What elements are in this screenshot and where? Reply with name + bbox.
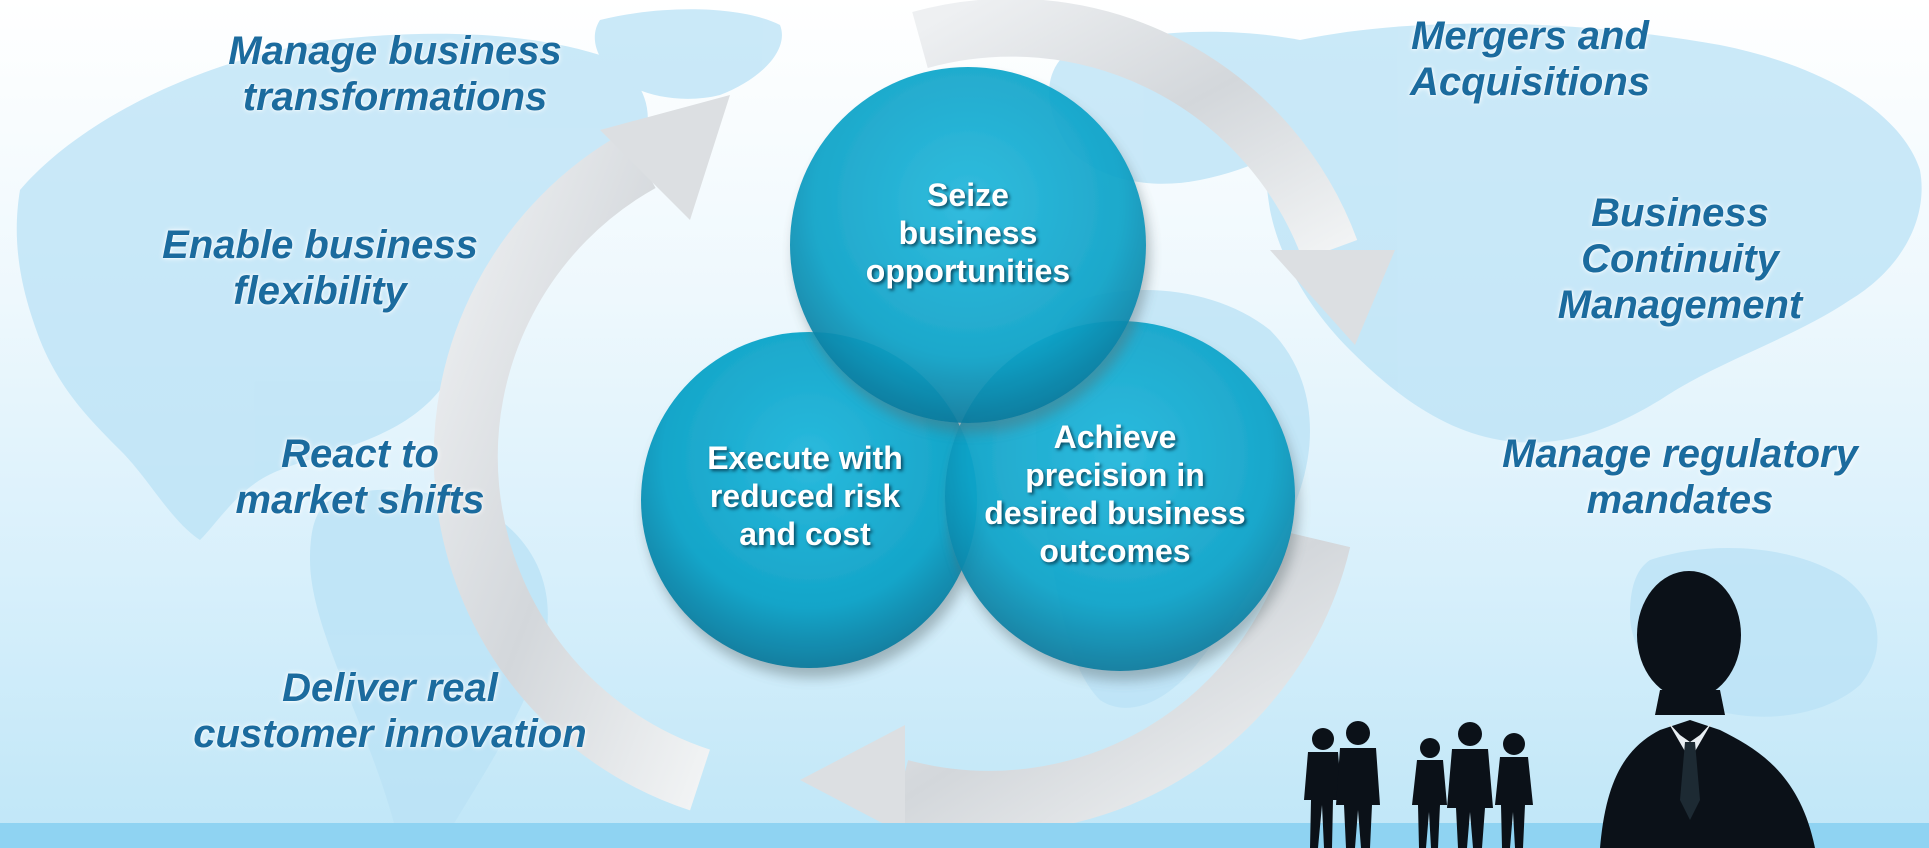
asia-shape [1264, 23, 1922, 443]
label-line: React to [281, 432, 439, 476]
bubble-group [641, 67, 1295, 671]
bubble-line: Seize [927, 177, 1009, 213]
necktie [1680, 742, 1700, 820]
label-line: mandates [1586, 478, 1774, 522]
label-line: market shifts [235, 478, 485, 522]
bubble-line: business [898, 215, 1038, 251]
cycle-arrow-bottom [891, 532, 1351, 833]
label-enable-business-flexibility: Enable business flexibility [145, 222, 495, 314]
bubble-line: opportunities [865, 253, 1071, 289]
label-line: customer innovation [193, 712, 587, 756]
businessman-silhouette-icon [1600, 571, 1815, 848]
label-mergers-and-acquisitions: Mergers and Acquisitions [1385, 13, 1675, 105]
label-line: Mergers and [1411, 14, 1649, 58]
bubble-label-seize: Seize business opportunities [818, 176, 1118, 290]
label-line: Business [1591, 191, 1769, 235]
bubble-line: reduced risk [709, 478, 901, 514]
cycle-arrow-top [912, 0, 1358, 261]
label-business-continuity-management: Business Continuity Management [1520, 190, 1840, 328]
label-react-to-market-shifts: React to market shifts [210, 431, 510, 523]
person-silhouette [1336, 721, 1380, 848]
label-line: transformations [242, 75, 548, 119]
label-manage-business-transformations: Manage business transformations [215, 28, 575, 120]
north-america-shape [16, 33, 648, 540]
bubble-label-achieve: Achieve precision in desired business ou… [950, 418, 1280, 570]
person-silhouette [1304, 728, 1342, 848]
cycle-arrowhead-bottom [800, 725, 905, 835]
label-deliver-real-customer-innovation: Deliver real customer innovation [170, 665, 610, 757]
bubble-seize [790, 67, 1146, 423]
label-line: flexibility [233, 269, 407, 313]
label-line: Manage regulatory [1502, 432, 1858, 476]
circular-arrows-icon [433, 0, 1395, 835]
label-line: Deliver real [282, 666, 498, 710]
cycle-arrowhead-left [600, 95, 730, 220]
label-line: Manage business [228, 29, 562, 73]
bubble-line: Execute with [707, 440, 903, 476]
greenland-shape [594, 9, 782, 99]
person-silhouette [1447, 722, 1493, 848]
person-silhouette [1412, 738, 1447, 848]
bubble-execute [641, 332, 977, 668]
cycle-arrowhead-top [1270, 250, 1395, 345]
label-line: Management [1557, 283, 1803, 327]
bubble-line: precision in [1025, 457, 1205, 493]
label-manage-regulatory-mandates: Manage regulatory mandates [1480, 431, 1880, 523]
label-line: Continuity [1581, 237, 1779, 281]
bubble-line: desired business [984, 495, 1246, 531]
label-line: Acquisitions [1409, 60, 1651, 104]
cycle-arrow-left [433, 132, 710, 811]
bubble-line: outcomes [1039, 533, 1191, 569]
bubble-line: and cost [739, 516, 871, 552]
bubble-line: Achieve [1053, 419, 1177, 455]
person-silhouette [1495, 733, 1533, 848]
bubble-label-execute: Execute with reduced risk and cost [660, 439, 950, 553]
label-line: Enable business [162, 223, 478, 267]
